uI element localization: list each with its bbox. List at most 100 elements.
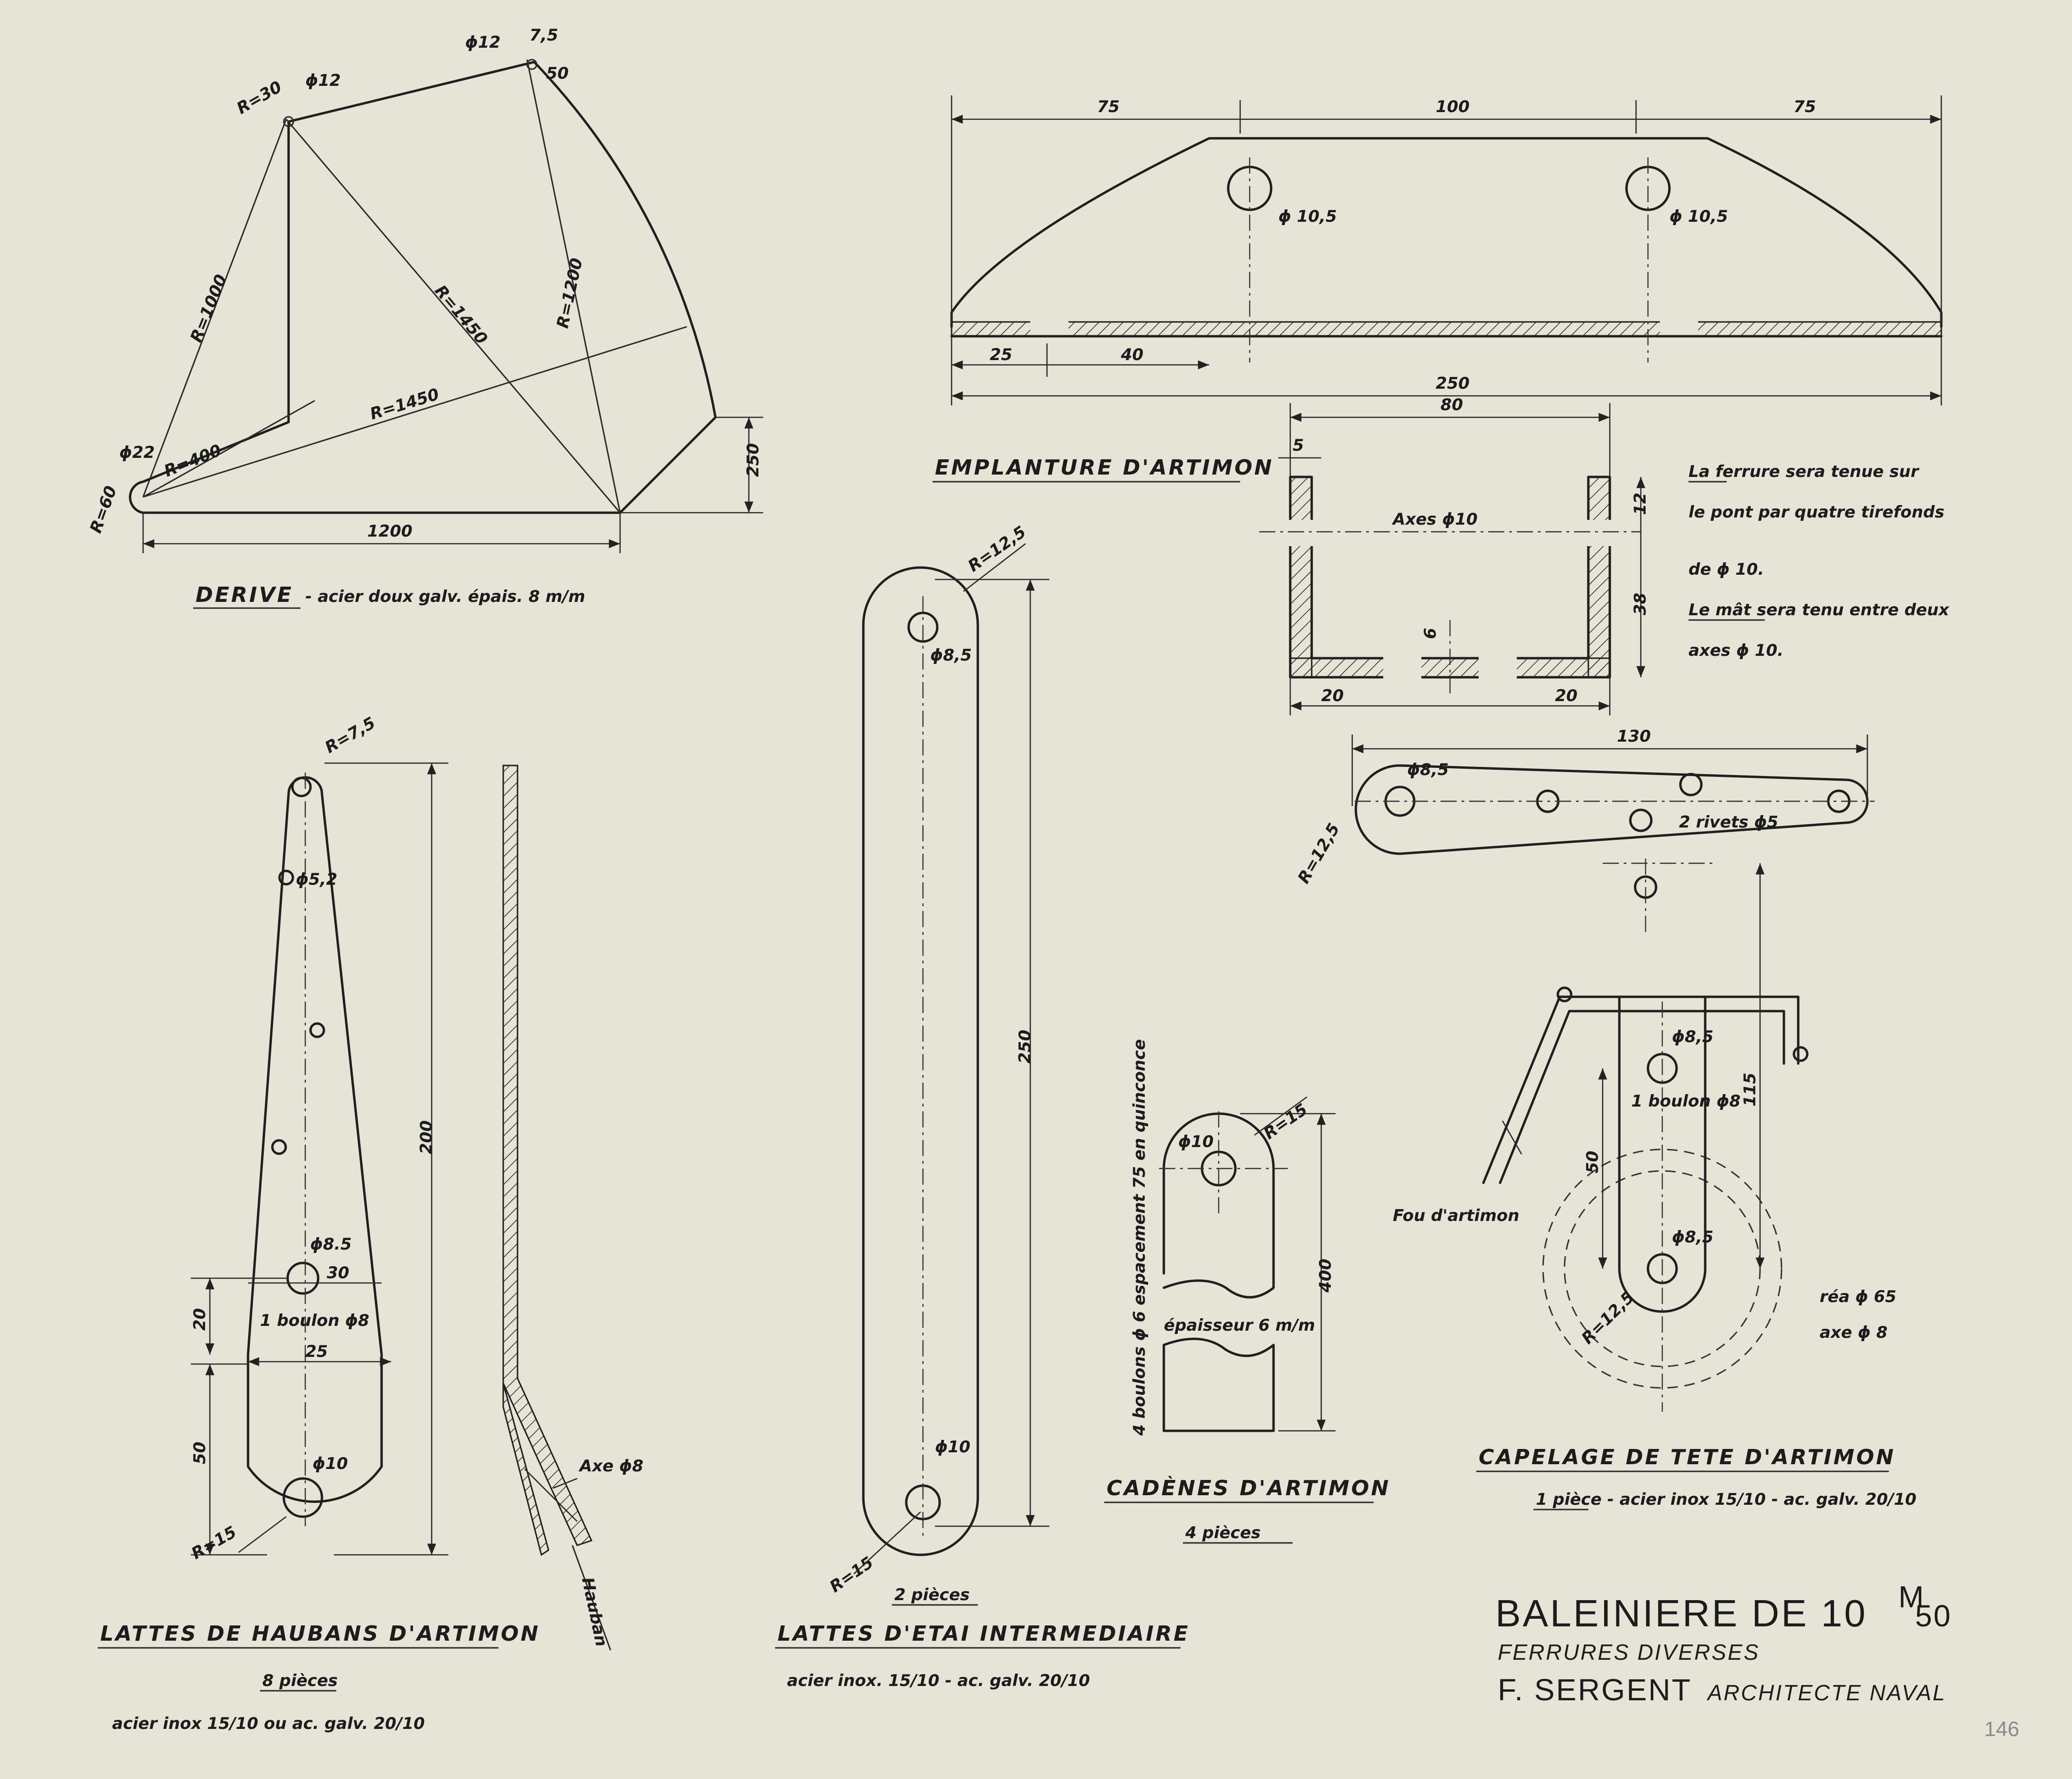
title-block-name: F. SERGENT bbox=[1498, 1673, 1692, 1707]
derive-outline bbox=[129, 61, 717, 514]
profil-dim-80: 80 bbox=[1440, 395, 1463, 414]
derive-dim-phi12b: ϕ12 bbox=[465, 33, 500, 52]
derive-dim-50: 50 bbox=[546, 64, 569, 83]
emplanture-dim-100: 100 bbox=[1436, 97, 1470, 116]
profil-u-drawing: 80 5 Axes ϕ10 12 38 6 20 20 bbox=[1259, 395, 1650, 715]
emplanture-dim-40: 40 bbox=[1120, 345, 1143, 364]
title-block-sup: M bbox=[1898, 1580, 1925, 1614]
lattes-etai-material: acier inox. 15/10 - ac. galv. 20/10 bbox=[787, 1671, 1090, 1690]
derive-dim-75: 7,5 bbox=[529, 26, 558, 45]
note-line-4: Le mât sera tenu entre deux bbox=[1689, 600, 1949, 620]
emplanture-outline bbox=[950, 137, 1943, 328]
cadenes-dim-r15: R=15 bbox=[1260, 1100, 1311, 1143]
emplanture-hole-left-label: ϕ 10,5 bbox=[1278, 207, 1337, 226]
derive-dim-r30: R=30 bbox=[234, 77, 285, 118]
lattes-etai-dim-250: 250 bbox=[1015, 1030, 1035, 1064]
capelage-drawing: 130 ϕ8,5 R=12,5 2 rivets ϕ5 115 50 ϕ8,5 … bbox=[1294, 727, 1917, 1510]
derive-dim-phi12a: ϕ12 bbox=[305, 71, 341, 90]
cadenes-dim-phi10: ϕ10 bbox=[1178, 1132, 1213, 1151]
cadenes-count: 4 pièces bbox=[1185, 1523, 1261, 1542]
lattes-etai-count: 2 pièces bbox=[894, 1585, 970, 1604]
derive-subtitle: - acier doux galv. épais. 8 m/m bbox=[305, 587, 585, 606]
emplanture-dim-25: 25 bbox=[990, 345, 1012, 364]
cadenes-drawing: 400 R=15 ϕ10 épaisseur 6 m/m 4 boulons ϕ… bbox=[1104, 1039, 1390, 1544]
lattes-haubans-count: 8 pièces bbox=[262, 1671, 338, 1690]
capelage-material: 1 pièce - acier inox 15/10 - ac. galv. 2… bbox=[1536, 1490, 1917, 1509]
cadenes-outline-top bbox=[1162, 1112, 1275, 1299]
note-line-3: de ϕ 10. bbox=[1689, 560, 1764, 579]
capelage-dim-phi85a: ϕ8,5 bbox=[1407, 760, 1449, 779]
title-block-line1: BALEINIERE DE 10 bbox=[1495, 1592, 1867, 1634]
assembly-notes: La ferrure sera tenue sur le pont par qu… bbox=[1689, 462, 1949, 660]
lattes-etai-dim-r125: R=12,5 bbox=[964, 522, 1029, 576]
emplanture-dim-75b: 75 bbox=[1793, 97, 1816, 116]
derive-drawing: 1200 250 R=1000 R=1450 R=1200 R=1450 R=4… bbox=[86, 26, 763, 609]
emplanture-hole-right-label: ϕ 10,5 bbox=[1669, 207, 1728, 226]
emplanture-dim-250: 250 bbox=[1436, 374, 1470, 393]
lattes-haubans-drawing: 200 20 50 R=7,5 ϕ5,2 ϕ8.5 30 1 boulon ϕ8… bbox=[98, 714, 643, 1733]
sheet-number: 146 bbox=[1984, 1717, 2019, 1741]
profil-axes-label: Axes ϕ10 bbox=[1391, 510, 1478, 529]
emplanture-title: EMPLANTURE D'ARTIMON bbox=[935, 455, 1274, 480]
lattes-etai-outline bbox=[862, 566, 979, 1556]
capelage-plate-outline bbox=[1355, 764, 1869, 855]
lattes-haubans-dim-phi10: ϕ10 bbox=[312, 1454, 348, 1473]
cadenes-epaisseur: épaisseur 6 m/m bbox=[1164, 1316, 1315, 1335]
lattes-haubans-dim-25: 25 bbox=[305, 1342, 328, 1361]
note-line-5: axes ϕ 10. bbox=[1689, 641, 1783, 660]
capelage-title: CAPELAGE DE TETE D'ARTIMON bbox=[1479, 1445, 1896, 1469]
capelage-dim-r125b: R=12,5 bbox=[1578, 1288, 1638, 1348]
capelage-dim-phi85c: ϕ8,5 bbox=[1672, 1228, 1713, 1247]
capelage-rea-circle bbox=[1542, 1148, 1782, 1389]
capelage-fou: Fou d'artimon bbox=[1393, 1206, 1519, 1225]
profil-dim-20a: 20 bbox=[1321, 686, 1344, 705]
lattes-haubans-axe: Axe ϕ8 bbox=[578, 1457, 643, 1476]
capelage-dim-50: 50 bbox=[1583, 1151, 1602, 1173]
lattes-haubans-dim-20: 20 bbox=[190, 1308, 209, 1331]
lattes-etai-drawing: 250 R=12,5 ϕ8,5 ϕ10 R=15 2 pièces LATTES… bbox=[775, 522, 1190, 1690]
derive-dim-r1000: R=1000 bbox=[186, 272, 231, 345]
cadenes-title: CADÈNES D'ARTIMON bbox=[1107, 1475, 1390, 1500]
lattes-etai-dim-phi10: ϕ10 bbox=[935, 1438, 970, 1457]
emplanture-drawing: 75 100 75 ϕ 10,5 ϕ 10,5 25 40 250 EMPLAN… bbox=[932, 95, 1943, 483]
profil-dim-12: 12 bbox=[1631, 493, 1650, 515]
capelage-dim-r125a: R=12,5 bbox=[1294, 820, 1344, 887]
lattes-haubans-dim-r15: R=15 bbox=[188, 1522, 240, 1563]
lattes-haubans-dim-50: 50 bbox=[190, 1442, 209, 1464]
lattes-haubans-dim-phi52: ϕ5,2 bbox=[296, 870, 337, 889]
title-block-role: ARCHITECTE NAVAL bbox=[1706, 1680, 1946, 1705]
lattes-etai-title: LATTES D'ETAI INTERMEDIAIRE bbox=[777, 1622, 1190, 1646]
note-line-2: le pont par quatre tirefonds bbox=[1689, 503, 1945, 522]
cadenes-dim-400: 400 bbox=[1316, 1259, 1335, 1293]
derive-dim-r1450b: R=1450 bbox=[368, 385, 441, 424]
derive-dim-r1200: R=1200 bbox=[553, 257, 587, 330]
capelage-dim-115: 115 bbox=[1740, 1073, 1760, 1107]
lattes-haubans-dim-r75: R=7,5 bbox=[322, 714, 379, 757]
lattes-haubans-boulon: 1 boulon ϕ8 bbox=[260, 1311, 369, 1330]
title-block-line2: FERRURES DIVERSES bbox=[1498, 1640, 1760, 1665]
lattes-haubans-title: LATTES DE HAUBANS D'ARTIMON bbox=[100, 1622, 540, 1646]
note-line-1: La ferrure sera tenue sur bbox=[1689, 462, 1920, 481]
derive-dim-phi22: ϕ22 bbox=[119, 443, 155, 462]
derive-dim-r1450a: R=1450 bbox=[431, 281, 491, 348]
lattes-haubans-side-view bbox=[502, 765, 593, 1546]
cadenes-boulons: 4 boulons ϕ 6 espacement 75 en quinconce bbox=[1130, 1039, 1149, 1436]
emplanture-section bbox=[951, 321, 1942, 337]
derive-construction-lines bbox=[142, 59, 687, 513]
capelage-axe: axe ϕ 8 bbox=[1820, 1323, 1887, 1342]
lattes-haubans-dim-200: 200 bbox=[417, 1120, 436, 1154]
profil-dim-6: 6 bbox=[1421, 628, 1440, 639]
emplanture-dim-75a: 75 bbox=[1097, 97, 1119, 116]
profil-dim-38: 38 bbox=[1631, 593, 1650, 615]
derive-title: DERIVE bbox=[196, 583, 293, 607]
lattes-etai-dim-phi85: ϕ8,5 bbox=[930, 646, 972, 665]
capelage-rivets: 2 rivets ϕ5 bbox=[1679, 813, 1778, 832]
lattes-haubans-hauban: Hauban bbox=[578, 1576, 611, 1648]
cadenes-outline-bottom bbox=[1162, 1337, 1275, 1432]
profil-dim-5: 5 bbox=[1293, 436, 1304, 455]
derive-dim-1200: 1200 bbox=[367, 522, 413, 541]
lattes-haubans-dim-phi85: ϕ8.5 bbox=[310, 1235, 352, 1254]
derive-dim-250: 250 bbox=[744, 443, 763, 477]
